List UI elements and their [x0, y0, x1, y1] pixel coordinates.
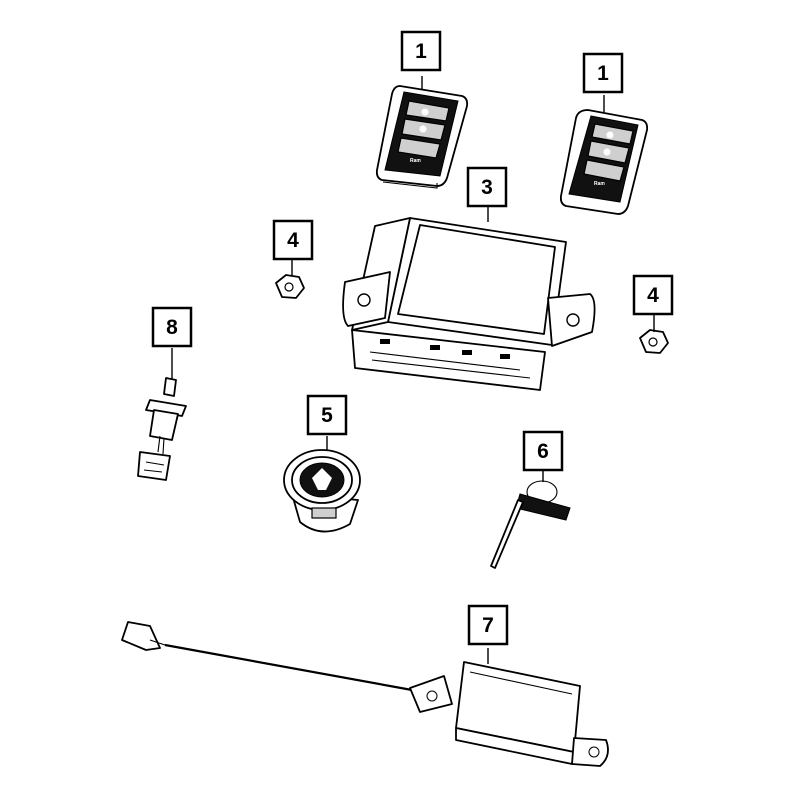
callout-5-label: 5 [321, 404, 333, 427]
callout-1-left: 1 [400, 30, 442, 72]
callout-8-label: 8 [166, 316, 178, 339]
callout-3: 3 [466, 166, 508, 208]
antenna-module [121, 621, 609, 767]
connector-sensor [137, 377, 187, 481]
fob-button-label-left: Ram [410, 158, 421, 164]
callout-7: 7 [467, 604, 509, 646]
callout-6: 6 [522, 430, 564, 472]
callout-1-right-label: 1 [597, 62, 609, 85]
callout-4-right-label: 4 [647, 284, 659, 307]
callout-7-label: 7 [482, 614, 494, 637]
callout-8: 8 [151, 306, 193, 348]
callout-4-left: 4 [272, 219, 314, 261]
callout-4-right: 4 [632, 274, 674, 316]
callout-3-label: 3 [481, 176, 493, 199]
callout-4-left-label: 4 [287, 229, 299, 252]
callout-1-left-label: 1 [415, 40, 427, 63]
callout-5: 5 [306, 394, 348, 436]
nut-left [275, 274, 305, 299]
fob-button-label-right: Ram [594, 181, 605, 187]
emergency-key [490, 480, 571, 569]
nut-right [639, 329, 669, 354]
ignition-switch [283, 449, 361, 533]
callout-6-label: 6 [537, 440, 549, 463]
remote-key-fob-left: Ram [375, 85, 469, 189]
remote-key-fob-right: Ram [559, 109, 649, 215]
callout-1-right: 1 [582, 52, 624, 94]
control-module [342, 217, 596, 391]
